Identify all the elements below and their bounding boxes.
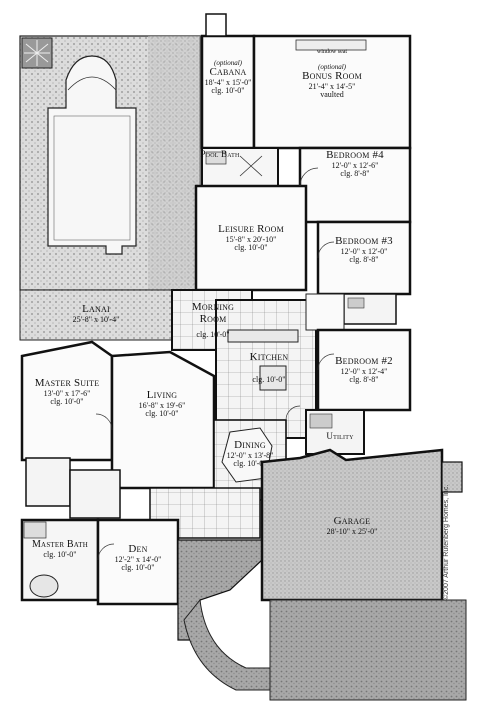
bonus-note: vaulted bbox=[320, 90, 344, 100]
cabana-dims: 18'-4" x 15'-0" bbox=[204, 77, 252, 87]
living-label: Living 16'-8" x 19'-6" clg. 10'-0" bbox=[138, 389, 186, 418]
bedroom3-room bbox=[316, 220, 412, 296]
master-bath-label: Master Bath clg. 10'-0" bbox=[31, 539, 89, 559]
copyright-text: ©2007 Arthur Rutenberg Homes, Inc. bbox=[443, 484, 450, 600]
kitchen-room bbox=[215, 299, 317, 439]
pool-bath-label: Pool Bath bbox=[200, 149, 240, 159]
cabana-clg: clg. 10'-0" bbox=[211, 86, 245, 96]
leisure-room-label: Leisure Room 15'-8" x 20'-10" clg. 10'-0… bbox=[218, 223, 284, 252]
bonus-room bbox=[252, 34, 412, 150]
driveway bbox=[269, 599, 467, 701]
bonus-dims: 21'-4" x 14'-5" bbox=[308, 81, 356, 91]
kitchen-label: Kitchen clg. 10'-0" bbox=[249, 351, 289, 384]
bedroom4-label: Bedroom #4 12'-0" x 12'-6" clg. 8'-8" bbox=[326, 149, 384, 178]
master-suite-label: Master Suite 13'-0" x 17'-6" clg. 10'-0" bbox=[34, 377, 100, 406]
den-room bbox=[96, 518, 180, 606]
den-label: Den 12'-2" x 14'-0" clg. 10'-0" bbox=[114, 543, 162, 572]
cabana-name: Cabana bbox=[209, 66, 247, 79]
cabana-optional: (optional) bbox=[214, 59, 242, 67]
leisure-room bbox=[194, 184, 308, 292]
garage-label: Garage 28'-10" x 25'-0" bbox=[326, 515, 378, 536]
bonus-name: Bonus Room bbox=[302, 70, 362, 83]
utility-label: Utility bbox=[326, 431, 354, 441]
lanai-area bbox=[19, 289, 173, 341]
pool bbox=[47, 55, 137, 255]
bonus-optional: (optional) bbox=[318, 63, 346, 71]
cabana-label: (optional) Cabana 18'-4" x 15'-0" clg. 1… bbox=[202, 59, 254, 96]
bonus-room-label: (optional) Bonus Room 21'-4" x 14'-5" va… bbox=[254, 63, 410, 100]
lanai-label: Lanai 25'-8" x 10'-4" bbox=[72, 303, 120, 324]
walkway bbox=[183, 598, 271, 691]
morning-room-label: Morning Room clg. 10'-0" bbox=[191, 301, 235, 340]
bedroom2-label: Bedroom #2 12'-0" x 12'-4" clg. 8'-8" bbox=[335, 355, 393, 384]
bedroom3-label: Bedroom #3 12'-0" x 12'-0" clg. 8'-8" bbox=[335, 235, 393, 264]
dining-label: Dining 12'-0" x 13'-8" clg. 10'-0" bbox=[226, 439, 274, 468]
window-seat-label: window seat bbox=[316, 49, 348, 55]
living-room bbox=[110, 350, 216, 490]
